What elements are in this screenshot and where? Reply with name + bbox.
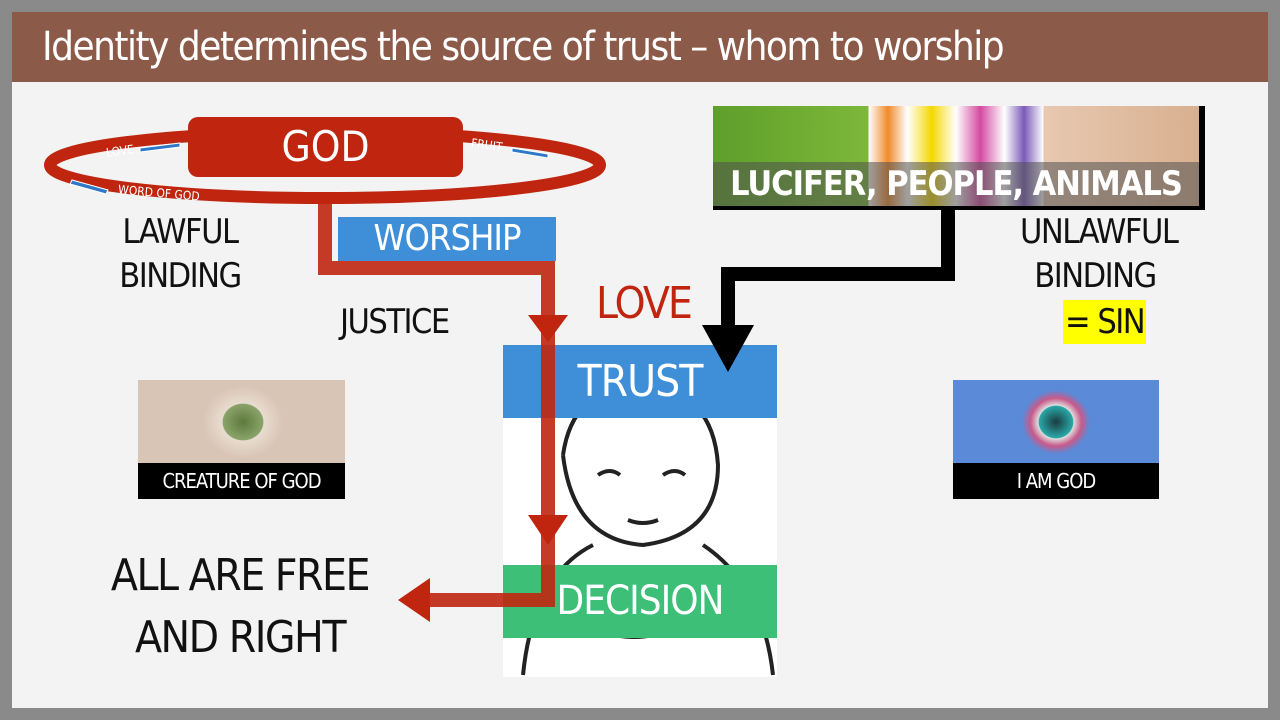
slide-title: Identity determines the source of trust … [12, 12, 1268, 82]
arrowhead-left [398, 578, 430, 622]
arrowhead-black [702, 325, 754, 372]
colorful-eye-image [953, 380, 1159, 463]
unlawful-binding-label: UNLAWFUL BINDING [1020, 212, 1179, 296]
arrowhead-down-2 [528, 515, 568, 545]
god-box: GOD [188, 117, 463, 177]
black-flow-arrow [721, 205, 955, 330]
lucifer-people-animals-banner: LUCIFER, PEOPLE, ANIMALS [713, 162, 1199, 206]
love-label: LOVE [596, 278, 693, 329]
decision-band: DECISION [503, 565, 777, 638]
worship-label: WORSHIP [338, 217, 556, 261]
arrowhead-down-1 [528, 315, 568, 342]
red-flow-arrow [318, 200, 555, 607]
human-eye-image [138, 380, 345, 463]
justice-label: JUSTICE [340, 302, 450, 342]
creature-of-god-caption: CREATURE OF GOD [138, 463, 345, 499]
lucifer-people-animals-image: LUCIFER, PEOPLE, ANIMALS [713, 106, 1205, 210]
i-am-god-caption: I AM GOD [953, 463, 1159, 499]
all-free-and-right-label: ALL ARE FREE AND RIGHT [110, 550, 371, 663]
sin-label: = SIN [1063, 300, 1147, 344]
lawful-binding-label: LAWFUL BINDING [119, 212, 242, 296]
